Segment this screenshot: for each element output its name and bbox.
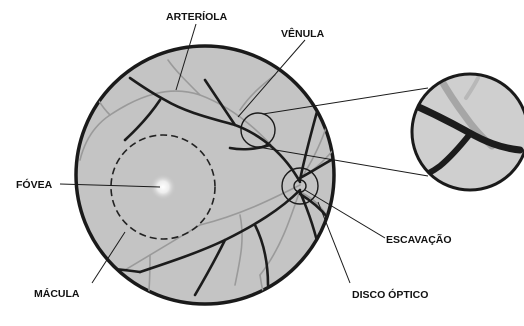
label-escavacao: ESCAVAÇÃO bbox=[386, 233, 452, 246]
label-arteriola: ARTERÍOLA bbox=[166, 10, 228, 23]
label-disco-optico: DISCO ÓPTICO bbox=[352, 288, 428, 301]
label-fovea: FÓVEA bbox=[16, 178, 53, 191]
label-venula: VÊNULA bbox=[281, 27, 325, 40]
label-macula: MÁCULA bbox=[34, 287, 80, 300]
zoom-inset bbox=[412, 74, 524, 190]
